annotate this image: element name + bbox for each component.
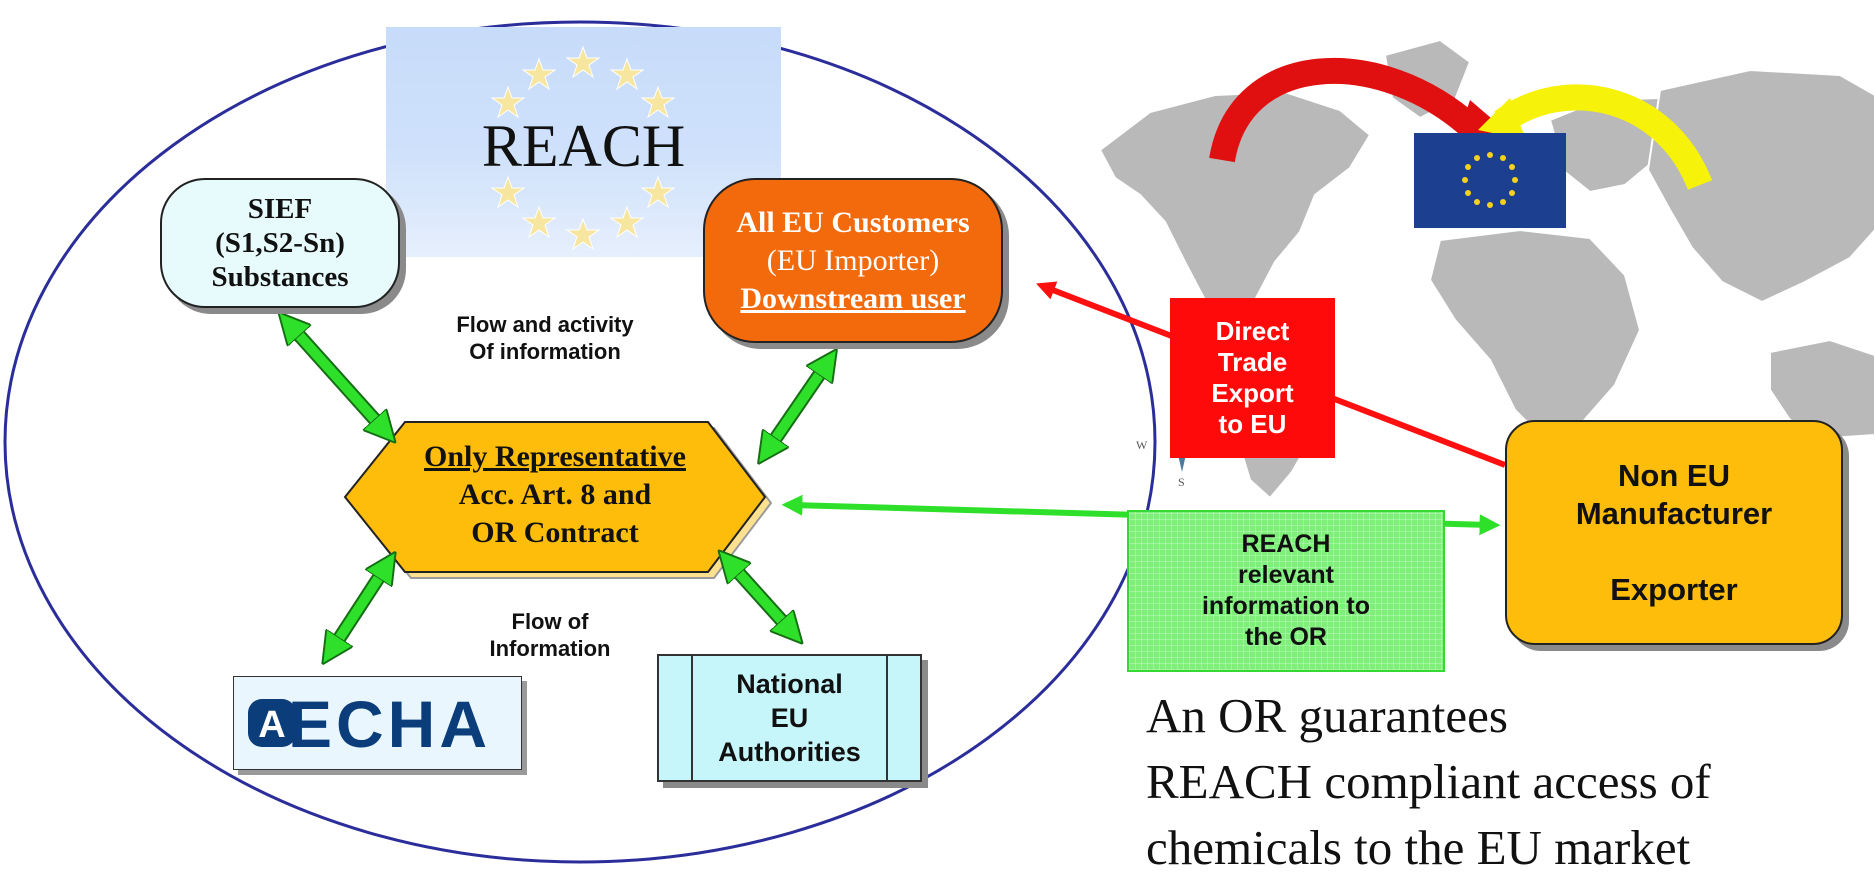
caption-line2: REACH compliant access of — [1146, 754, 1711, 809]
non-eu-manufacturer-box: Non EU Manufacturer Exporter — [1505, 420, 1843, 645]
yellow-curved-arrow — [1494, 84, 1713, 191]
eu-flag-icon — [1414, 133, 1566, 228]
eu-customers-box: All EU Customers (EU Importer) Downstrea… — [703, 178, 1003, 343]
flow-activity-line2: Of information — [469, 339, 621, 364]
customers-line2: (EU Importer) — [766, 243, 940, 277]
relevant-line1: REACH — [1241, 530, 1331, 558]
manufacturer-line1: Non EU — [1618, 457, 1730, 493]
national-authorities-box: National EU Authorities — [657, 654, 922, 782]
sief-line1: SIEF — [247, 193, 313, 225]
manufacturer-line3: Exporter — [1610, 571, 1738, 607]
reach-relevant-info-box: REACH relevant information to the OR — [1127, 510, 1445, 672]
manufacturer-line2: Manufacturer — [1575, 495, 1773, 531]
reach-title: REACH — [481, 113, 686, 179]
arrow-customers-or — [767, 362, 828, 451]
reach-ellipse — [3, 20, 1157, 864]
compass-south-label: S — [1178, 475, 1185, 489]
national-right-divider — [886, 656, 888, 780]
echa-emblem-letter: A — [258, 704, 285, 746]
flow-information-label: Flow of Information — [430, 608, 670, 662]
direct-line2: Trade — [1217, 347, 1288, 377]
national-line1: National — [736, 669, 843, 699]
echa-emblem-icon: A — [248, 699, 296, 747]
relevant-line3: information to — [1201, 592, 1371, 620]
flow-information-line2: Information — [489, 636, 611, 661]
national-line3: Authorities — [718, 737, 861, 767]
eu-flag-stars — [1462, 152, 1518, 208]
arrow-or-echa — [331, 565, 387, 651]
or-line2: Acc. Art. 8 and — [458, 478, 652, 511]
sief-line2: (S1,S2-Sn) — [215, 227, 345, 259]
red-curved-arrow — [1209, 57, 1481, 163]
asia-shape — [1646, 68, 1875, 304]
national-left-divider — [691, 656, 693, 780]
direct-line4: to EU — [1218, 409, 1287, 439]
customers-line1: All EU Customers — [736, 205, 970, 239]
or-line1: Only Representative — [424, 440, 686, 473]
yellow-curved-arrowhead — [1478, 98, 1526, 140]
arrow-sief-or — [289, 324, 385, 431]
relevant-line4: the OR — [1245, 623, 1327, 651]
sief-line3: Substances — [211, 261, 349, 293]
sief-box: SIEF (S1,S2-Sn) Substances — [160, 178, 400, 308]
caption-line3: chemicals to the EU market — [1146, 820, 1691, 875]
national-line2: EU — [770, 703, 809, 733]
direct-trade-box: Direct Trade Export to EU — [1170, 298, 1335, 458]
arrow-or-national — [729, 562, 792, 632]
only-representative-hexagon — [343, 421, 767, 573]
echa-logo-box: A — [233, 676, 522, 770]
relevant-line2: relevant — [1238, 561, 1334, 589]
australia-shape — [1769, 338, 1875, 440]
only-representative-label: Only Representative Acc. Art. 8 and OR C… — [375, 438, 735, 552]
direct-line1: Direct — [1215, 316, 1290, 346]
reach-stars-ring — [490, 45, 676, 251]
africa-shape — [1428, 228, 1642, 442]
echa-wordmark: ECHA — [288, 687, 492, 761]
flow-information-line1: Flow of — [511, 609, 589, 634]
flow-activity-line1: Flow and activity — [456, 312, 634, 337]
customers-line3: Downstream user — [740, 281, 966, 315]
flow-activity-label: Flow and activity Of information — [420, 311, 670, 365]
compass-west-label: W — [1136, 438, 1148, 452]
or-line3: OR Contract — [471, 516, 639, 549]
caption-line1: An OR guarantees — [1146, 688, 1508, 743]
direct-line3: Export — [1211, 378, 1294, 408]
or-guarantee-caption: An OR guarantees REACH compliant access … — [1146, 683, 1866, 881]
